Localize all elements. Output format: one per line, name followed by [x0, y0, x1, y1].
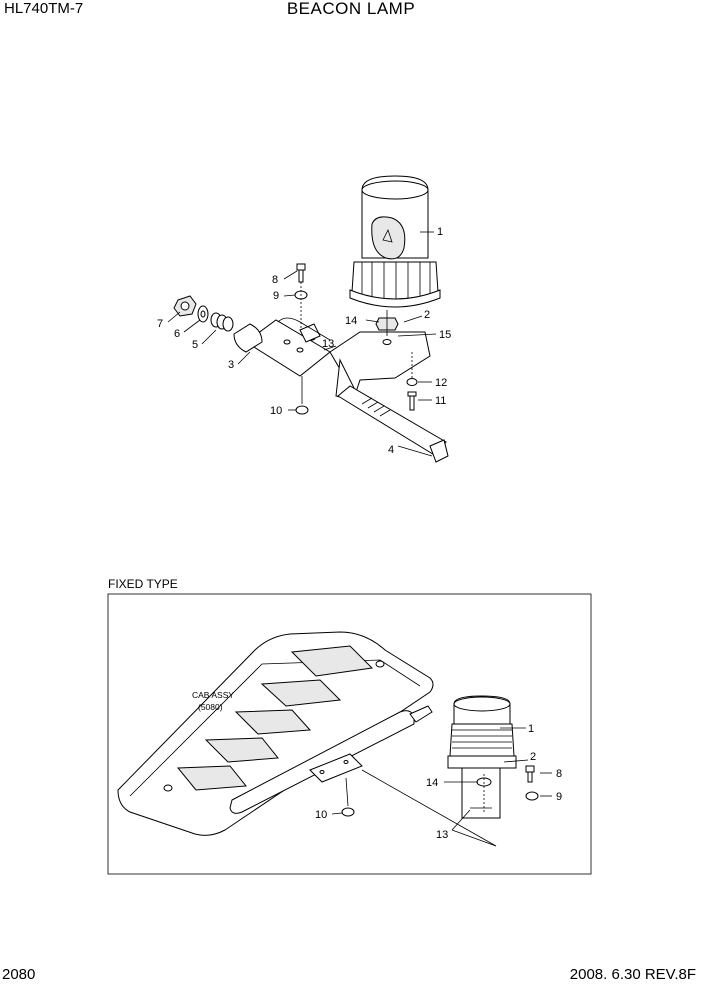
callout-8: 8	[272, 274, 278, 286]
model-code: HL740TM-7	[4, 0, 84, 17]
page-title: BEACON LAMP	[286, 0, 416, 18]
callout-14: 14	[345, 315, 357, 327]
fixed-callout-1: 1	[528, 723, 534, 735]
fixed-callout-14: 14	[426, 777, 438, 789]
fixed-type-label: FIXED TYPE	[108, 577, 178, 591]
callout-11: 11	[435, 395, 446, 407]
callout-5: 5	[192, 339, 198, 351]
mounting-pipe	[337, 385, 449, 463]
callout-3: 3	[228, 359, 234, 371]
fixed-callout-10: 10	[315, 809, 327, 821]
top-callouts: 1 2 3 4 5 6 7 8 9 10 11 12 13 14 15	[157, 226, 451, 456]
fixed-callout-8: 8	[556, 768, 562, 780]
callout-15: 15	[439, 329, 451, 341]
callout-2: 2	[424, 309, 430, 321]
callout-6: 6	[174, 328, 180, 340]
hinge-plate	[233, 319, 331, 377]
callout-12: 12	[435, 377, 447, 389]
page-number: 2080	[2, 966, 36, 983]
callout-7: 7	[157, 318, 163, 330]
revision-date: 2008. 6.30 REV.8F	[569, 966, 696, 983]
fixed-callout-2: 2	[530, 751, 536, 763]
callout-1: 1	[437, 226, 443, 238]
cab-assy-label: CAB ASSY	[192, 690, 234, 700]
fixed-labels: CAB ASSY (5080) 1 2 8 9 10 13 14	[192, 690, 562, 841]
spring-washer-nut	[173, 295, 234, 332]
cab-assy-code: (5080)	[198, 702, 223, 712]
beacon-lamp-assembly	[349, 175, 441, 308]
callout-10: 10	[270, 405, 282, 417]
fixed-beacon	[447, 695, 539, 819]
top-leader-lines	[167, 231, 437, 457]
cab-roof	[117, 631, 434, 836]
fixed-callout-9: 9	[556, 791, 562, 803]
callout-9: 9	[273, 290, 279, 302]
callout-13: 13	[322, 338, 334, 350]
fixed-type-frame	[107, 593, 592, 875]
fixed-callout-13: 13	[436, 829, 448, 841]
callout-4: 4	[388, 444, 394, 456]
fixed-leader-lines	[331, 727, 552, 847]
